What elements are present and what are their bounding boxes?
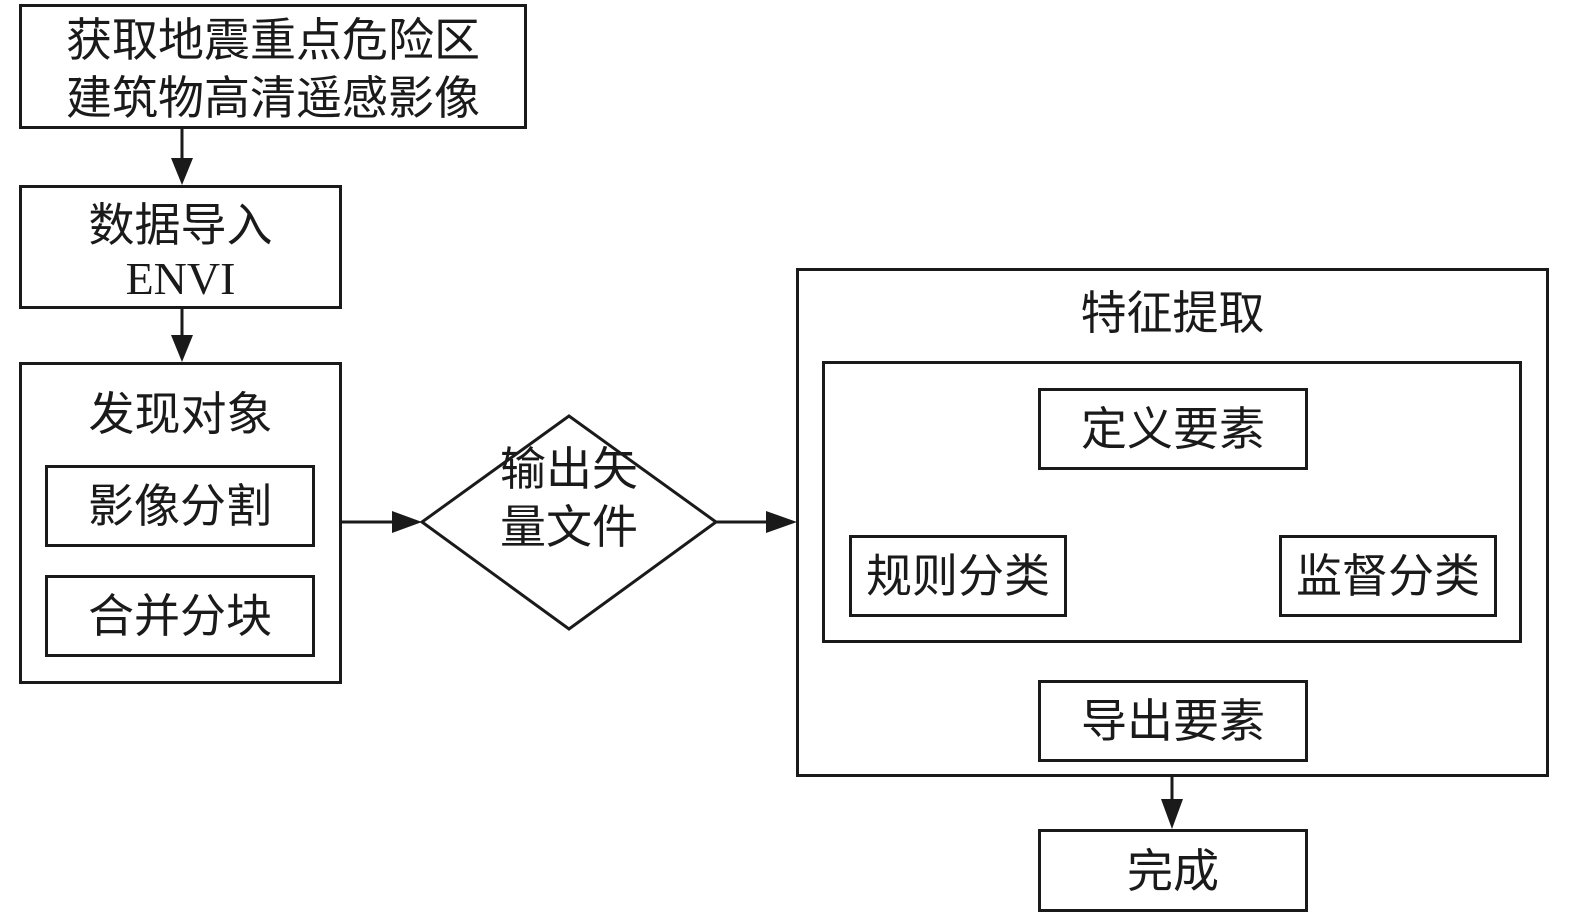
define-features-box: 定义要素 xyxy=(1038,388,1308,470)
output-vector-line2: 量文件 xyxy=(500,500,638,554)
rule-classification-box: 规则分类 xyxy=(849,535,1067,617)
done-label: 完成 xyxy=(1127,843,1219,898)
image-segmentation-label: 影像分割 xyxy=(88,479,272,533)
done-box: 完成 xyxy=(1038,829,1308,912)
output-vector-line1: 输出矢 xyxy=(500,442,638,496)
data-import-line1: 数据导入 xyxy=(88,198,273,252)
feature-extraction-title: 特征提取 xyxy=(1080,286,1265,340)
rule-classification-label: 规则分类 xyxy=(866,549,1050,603)
export-features-label: 导出要素 xyxy=(1081,694,1265,748)
image-segmentation-box: 影像分割 xyxy=(45,465,315,547)
arrowhead-find-to-output xyxy=(392,511,422,533)
acquire-imagery-line1: 获取地震重点危险区 xyxy=(66,13,480,67)
define-features-label: 定义要素 xyxy=(1081,402,1265,456)
supervised-classification-box: 监督分类 xyxy=(1279,535,1497,617)
export-features-box: 导出要素 xyxy=(1038,680,1308,762)
output-vector-label: 输出矢 量文件 xyxy=(422,440,716,556)
find-objects-title: 发现对象 xyxy=(88,387,273,441)
arrowhead-output-to-extraction xyxy=(766,511,797,533)
arrowhead-import-to-find xyxy=(171,335,193,362)
supervised-classification-label: 监督分类 xyxy=(1296,549,1480,603)
data-import-line2: ENVI xyxy=(125,253,236,304)
acquire-imagery-box: 获取地震重点危险区 建筑物高清遥感影像 xyxy=(19,4,527,129)
data-import-box: 数据导入 ENVI xyxy=(19,185,342,309)
merge-blocks-box: 合并分块 xyxy=(45,575,315,657)
merge-blocks-label: 合并分块 xyxy=(88,589,272,643)
arrowhead-extraction-to-done xyxy=(1161,799,1183,829)
arrowhead-acquire-to-import xyxy=(171,158,193,185)
acquire-imagery-line2: 建筑物高清遥感影像 xyxy=(66,71,480,125)
output-vector-diamond xyxy=(419,414,719,631)
